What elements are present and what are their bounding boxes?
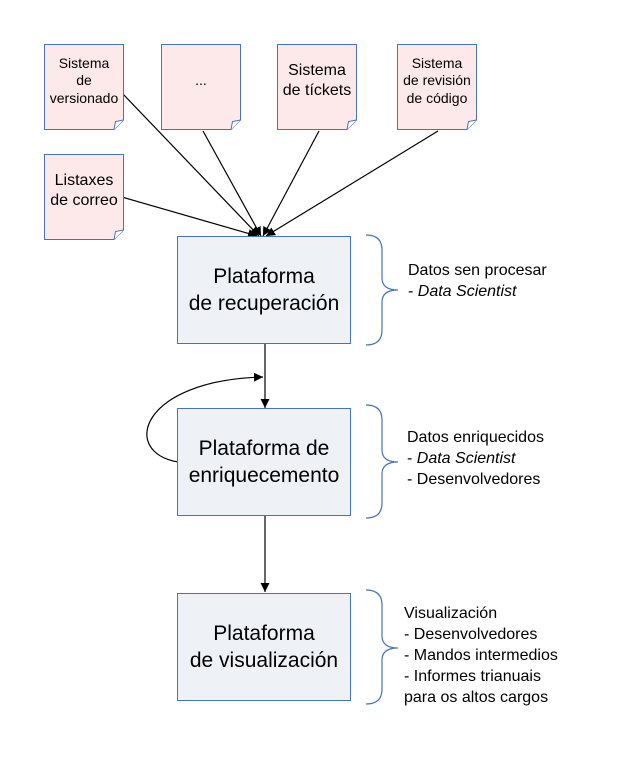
- connector-ellipsis: [202, 130, 262, 237]
- enrichment-note: Datos enriquecidos - Data Scientist - De…: [407, 427, 544, 490]
- retrieval-platform-line-2: de recuperación: [188, 292, 340, 315]
- visualization-platform-line-1: Plataforma: [213, 621, 315, 645]
- enrichment-note-item-2: - Desenvolvedores: [407, 471, 541, 488]
- retrieval-note-role: Data Scientist: [417, 283, 517, 300]
- enrichment-note-dash: -: [407, 450, 417, 467]
- document-shape: [161, 44, 241, 130]
- source-versioning-line-2: de: [76, 72, 92, 89]
- connector-mailing-lists: [121, 196, 258, 238]
- retrieval-platform-box: Plataforma de recuperación: [177, 236, 351, 344]
- source-mailing-lists: Listaxes de correo: [44, 154, 124, 240]
- enrichment-note-title: Datos enriquecidos: [407, 429, 544, 446]
- source-code-review-line-2: de revisión: [403, 72, 471, 89]
- source-code-review-system: Sistema de revisión de código: [397, 44, 477, 130]
- source-tickets-line-2: de tíckets: [282, 81, 352, 99]
- source-versioning-line-1: Sistema: [58, 54, 110, 71]
- visualization-note-item-3: - Informes trianuais: [404, 668, 541, 685]
- source-ellipsis: ...: [161, 44, 241, 130]
- retrieval-platform-line-1: Plataforma: [213, 264, 315, 288]
- brace-retrieval: [365, 234, 399, 346]
- document-shape: [44, 44, 124, 130]
- enrichment-note-item-1: - Data Scientist: [407, 448, 544, 469]
- enrichment-platform-box: Plataforma de enriquecemento: [177, 408, 351, 516]
- visualization-note-title: Visualización: [404, 605, 498, 622]
- source-versioning-line-3: versionado: [49, 89, 119, 106]
- connector-versioning: [121, 92, 260, 237]
- enrichment-note-role: Data Scientist: [416, 450, 516, 467]
- visualization-platform-box: Plataforma de visualización: [177, 593, 351, 701]
- brace-enrichment: [365, 404, 399, 519]
- retrieval-note-title: Datos sen procesar: [408, 262, 547, 279]
- enrichment-self-loop-arrow: [146, 372, 264, 463]
- retrieval-note-item: - Data Scientist: [408, 281, 547, 302]
- document-shape: [397, 44, 477, 130]
- enrichment-platform-line-2: enriquecemento: [188, 464, 340, 487]
- source-code-review-line-3: de código: [406, 89, 468, 106]
- source-code-review-line-1: Sistema: [411, 54, 463, 71]
- connector-tickets: [262, 130, 320, 237]
- retrieval-note-dash: -: [408, 283, 418, 300]
- source-versioning-system: Sistema de versionado: [44, 44, 124, 130]
- visualization-note: Visualización - Desenvolvedores - Mandos…: [404, 603, 558, 708]
- source-mailing-lists-line-1: Listaxes: [54, 171, 114, 189]
- enrichment-platform-line-1: Plataforma de: [198, 436, 330, 460]
- source-tickets-line-1: Sistema: [288, 61, 346, 79]
- brace-visualization: [365, 589, 399, 705]
- source-ellipsis-label: ...: [195, 72, 207, 89]
- visualization-platform-line-2: de visualización: [189, 649, 339, 672]
- connector-code-review: [265, 130, 439, 237]
- document-shape: [277, 44, 357, 130]
- visualization-note-item-1: - Desenvolvedores: [404, 626, 538, 643]
- source-ticket-system: Sistema de tíckets: [277, 44, 357, 130]
- visualization-note-item-3-cont: para os altos cargos: [404, 689, 549, 706]
- retrieval-note: Datos sen procesar - Data Scientist: [408, 260, 547, 302]
- source-mailing-lists-line-2: de correo: [50, 191, 118, 209]
- document-shape: [44, 154, 124, 240]
- visualization-note-item-2: - Mandos intermedios: [404, 647, 558, 664]
